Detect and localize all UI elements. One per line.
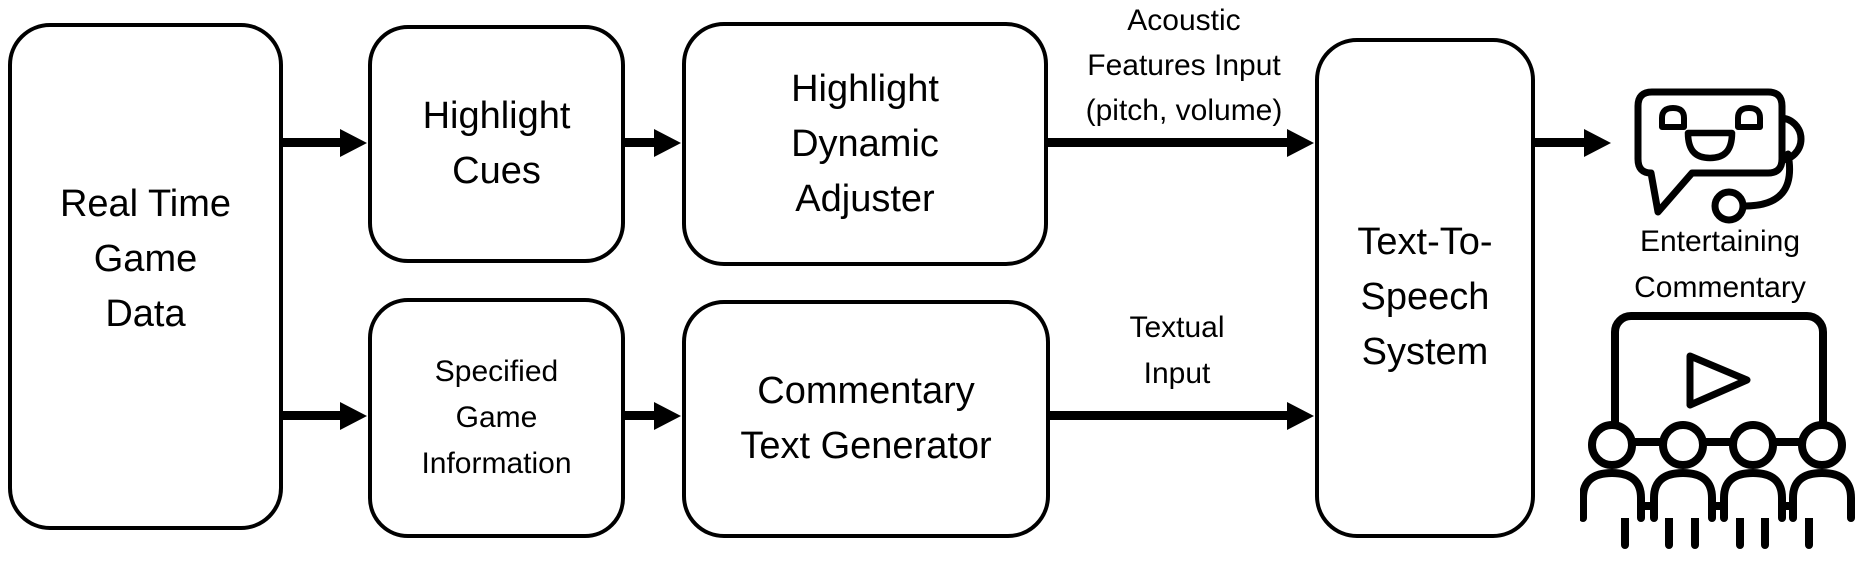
label-line: Textual [1129, 311, 1225, 344]
arrow-gamedata-to-highlightcues [283, 138, 341, 147]
box-label-line: Adjuster [795, 177, 935, 220]
box-specified-game-information: Specified Game Information [368, 298, 625, 538]
audience-watching-screen-icon [1580, 308, 1870, 558]
label-textual-input: Textual Input [1027, 305, 1327, 397]
person-4 [1789, 421, 1855, 522]
label-line: Input [1143, 357, 1211, 390]
person-1 [1580, 421, 1645, 522]
box-label-line: Game [455, 401, 538, 434]
box-commentary-text-generator: Commentary Text Generator [682, 300, 1050, 538]
label-line: (pitch, volume) [1085, 94, 1283, 127]
box-real-time-game-data: Real Time Game Data [8, 23, 283, 530]
label-acoustic-features-input: Acoustic Features Input (pitch, volume) [1034, 0, 1334, 133]
person-3 [1720, 421, 1786, 522]
box-label-line: System [1361, 330, 1489, 373]
box-label-line: Real Time [59, 182, 232, 225]
label-entertaining-commentary: Entertaining Commentary [1570, 219, 1870, 311]
box-label-line: Speech [1360, 275, 1490, 318]
box-label-line: Highlight [791, 67, 939, 110]
arrow-gamedata-to-specifiedinfo [283, 411, 341, 420]
box-label-line: Dynamic [791, 122, 939, 165]
box-highlight-dynamic-adjuster: Highlight Dynamic Adjuster [682, 22, 1048, 266]
box-label-line: Game [93, 237, 198, 280]
box-label-line: Text Generator [740, 425, 992, 467]
box-text-to-speech-system: Text-To- Speech System [1315, 38, 1535, 538]
box-label-line: Information [421, 447, 572, 480]
box-label-line: Cues [452, 150, 541, 192]
box-label-line: Commentary [757, 370, 975, 412]
box-label-line: Data [105, 292, 186, 335]
label-line: Acoustic [1127, 4, 1241, 37]
arrow-specifiedinfo-to-textgen [625, 411, 655, 420]
label-line: Commentary [1634, 271, 1806, 304]
box-highlight-cues: Highlight Cues [368, 25, 625, 263]
arrow-adjuster-to-tts [1048, 138, 1288, 147]
arrow-tts-to-output [1535, 138, 1585, 147]
arrow-textgen-to-tts [1050, 411, 1288, 420]
arrow-highlightcues-to-adjuster [625, 138, 655, 147]
box-label-line: Text-To- [1357, 220, 1493, 263]
label-line: Features Input [1087, 49, 1281, 82]
label-line: Entertaining [1639, 225, 1801, 258]
box-label-line: Specified [434, 355, 559, 388]
person-2 [1650, 421, 1716, 522]
chatbot-headset-icon [1625, 82, 1815, 232]
box-label-line: Highlight [422, 95, 571, 137]
